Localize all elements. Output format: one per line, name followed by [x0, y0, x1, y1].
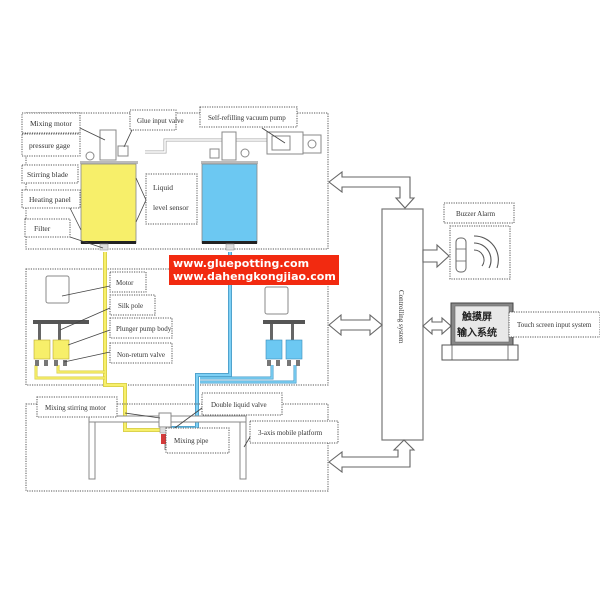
- tank-section-frame: [25, 112, 329, 250]
- left-tank-top: [80, 129, 138, 164]
- label-box-liquid-level-sensor: [145, 173, 198, 225]
- label-non-return-valve: Non-return valve: [117, 351, 165, 359]
- label-box-silk-pole: [109, 294, 156, 316]
- pump-unit-a: [33, 275, 89, 366]
- label-box-vacuum-pump: [199, 106, 298, 128]
- label-liquid: Liquid: [153, 183, 173, 192]
- mixing-motor-shape: [99, 129, 117, 161]
- label-box-non-return-valve: [109, 342, 173, 364]
- label-box-stirring-blade: [21, 164, 79, 184]
- label-box-3-axis-platform: [249, 420, 339, 444]
- label-box-plunger-pump: [109, 317, 173, 339]
- label-box-pressure-gage: [21, 133, 81, 157]
- mixing-head: [158, 412, 172, 450]
- label-motor: Motor: [116, 279, 134, 287]
- label-heating-panel: Heating panel: [29, 195, 71, 204]
- arrow-controller-touchscreen: [422, 316, 452, 336]
- arrow-pump-controller: [328, 313, 383, 337]
- watermark-url-1: www.gluepotting.com: [173, 257, 310, 270]
- pump-section: Motor Silk pole Plunger pump body Non-re…: [25, 252, 329, 432]
- pump-motor-b: [264, 286, 289, 315]
- arrow-tank-controller: [328, 170, 416, 209]
- label-box-mixing-stirring-motor: [36, 396, 118, 418]
- touch-screen-icon: 触摸屏 输入系统: [441, 302, 519, 361]
- vacuum-pump: [266, 131, 322, 155]
- label-box-heating-panel: [21, 189, 81, 209]
- buzzer-alarm-icon: [449, 225, 511, 280]
- label-level-sensor: level sensor: [153, 203, 189, 212]
- platform-section: Mixing stirring motor Double liquid valv…: [25, 392, 339, 492]
- label-glue-input-valve: Glue input valve: [137, 117, 184, 125]
- label-box-double-liquid-valve: [201, 392, 283, 416]
- label-controlling-system: Controlling system: [397, 290, 405, 344]
- pump-section-frame: [25, 268, 329, 386]
- control-section: Controlling system Buzzer Alarm 触摸屏: [328, 170, 600, 474]
- label-silk-pole: Silk pole: [118, 302, 143, 310]
- label-box-filter: [24, 218, 71, 238]
- pressure-gage-shape: [85, 151, 95, 161]
- tank-b-blue: [201, 163, 258, 244]
- watermark-banner: www.gluepotting.com www.dahengkongjiao.c…: [169, 255, 339, 285]
- label-mixing-motor: Mixing motor: [30, 119, 72, 128]
- controlling-system-box: [381, 208, 424, 441]
- label-box-motor: [109, 271, 147, 293]
- tank-a-yellow: [80, 163, 137, 244]
- pump-motor-a: [45, 275, 70, 304]
- label-mixing-pipe: Mixing pipe: [174, 437, 208, 445]
- right-tank-top: [201, 131, 258, 164]
- label-touch-screen-input-system: Touch screen input system: [517, 321, 592, 329]
- watermark-url-2: www.dahengkongjiao.com: [173, 270, 336, 283]
- label-filter: Filter: [34, 224, 51, 233]
- label-vacuum-pump: Self-refilling vacuum pump: [208, 114, 286, 122]
- label-box-touch-screen: [508, 311, 600, 338]
- label-buzzer-alarm: Buzzer Alarm: [456, 210, 496, 218]
- pump-unit-b: [263, 286, 305, 366]
- label-double-liquid-valve: Double liquid valve: [211, 401, 267, 409]
- platform-section-frame: [25, 403, 329, 492]
- arrow-platform-controller: [328, 439, 416, 474]
- arrow-controller-buzzer: [422, 243, 450, 269]
- label-stirring-blade: Stirring blade: [27, 170, 69, 179]
- touch-screen-text-line2: 输入系统: [457, 326, 497, 339]
- label-box-mixing-pipe: [165, 427, 230, 454]
- label-pressure-gage: pressure gage: [29, 141, 71, 150]
- label-mixing-stirring-motor: Mixing stirring motor: [45, 404, 107, 412]
- tank-section: Mixing motor pressure gage Stirring blad…: [21, 106, 329, 251]
- label-3-axis-platform: 3-axis mobile platform: [258, 429, 323, 437]
- label-box-mixing-motor: [21, 112, 81, 134]
- label-box-buzzer-alarm: [443, 202, 515, 224]
- label-box-glue-input-valve: [129, 109, 177, 131]
- label-plunger-pump-body: Plunger pump body: [116, 325, 172, 333]
- touch-screen-text-line1: 触摸屏: [461, 310, 492, 323]
- glue-input-valve-shape: [117, 145, 129, 157]
